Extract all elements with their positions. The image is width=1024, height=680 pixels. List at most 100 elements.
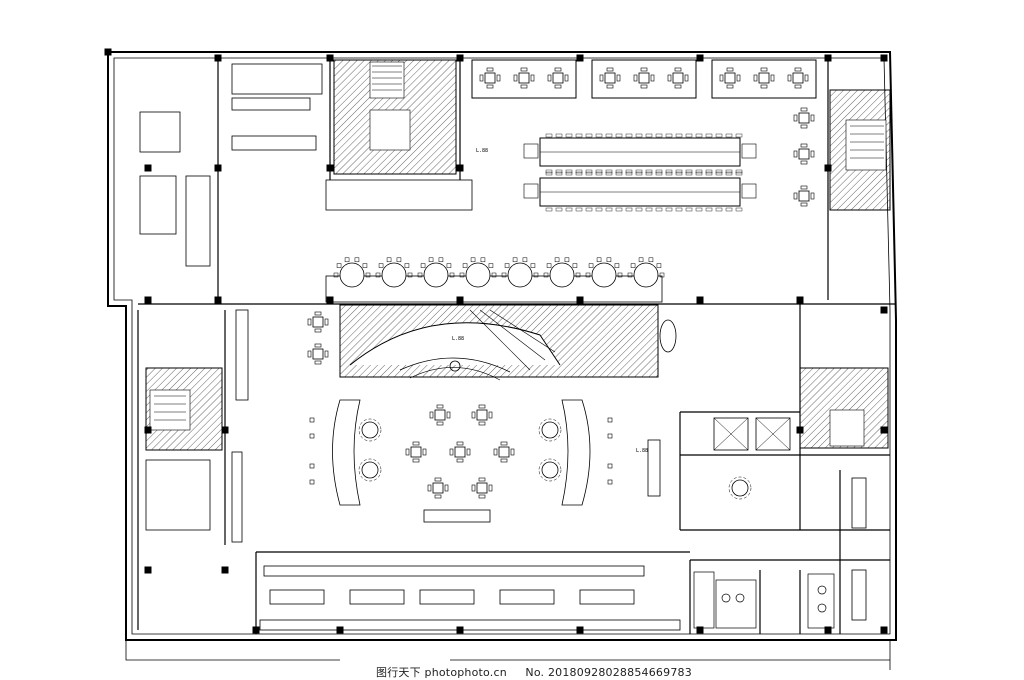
structural-column — [576, 54, 584, 62]
banquet-chair — [575, 133, 583, 138]
banquet-chair — [705, 207, 713, 212]
banquet-chair — [605, 133, 613, 138]
watermark-image-no: No. 20180928028854669783 — [525, 666, 692, 679]
banquet-chair — [585, 133, 593, 138]
banquet-chair — [705, 171, 713, 176]
round-table-chair — [614, 263, 620, 268]
banquet-chair — [725, 207, 733, 212]
structural-column — [880, 306, 888, 314]
round-table-chair — [344, 257, 350, 263]
structural-column — [144, 426, 152, 434]
private-dining-rooms-top — [471, 59, 817, 99]
structural-column — [880, 54, 888, 62]
banquet-chair — [695, 133, 703, 138]
banquet-chair — [645, 207, 653, 212]
round-table-chair — [480, 257, 486, 263]
banquet-chair — [645, 133, 653, 138]
round-table-chair — [656, 263, 662, 268]
banquet-chair — [655, 133, 663, 138]
banquet-chair — [725, 169, 733, 174]
banquet-chair — [725, 133, 733, 138]
round-table-chair — [530, 263, 536, 268]
banquet-chair — [625, 169, 633, 174]
round-table-chair — [630, 263, 636, 268]
level-label: L.88 — [636, 448, 648, 454]
structural-column — [336, 626, 344, 634]
structural-column — [880, 426, 888, 434]
round-table-chair — [404, 263, 410, 268]
stair-cores — [149, 61, 887, 447]
round-table-chair — [659, 272, 665, 278]
round-table-chair — [362, 263, 368, 268]
booth-clusters — [332, 399, 591, 506]
banquet-chairs — [545, 133, 743, 212]
structural-column — [144, 296, 152, 304]
structural-column — [326, 54, 334, 62]
banquet-chair — [645, 169, 653, 174]
banquet-chair — [545, 169, 553, 174]
structural-column — [576, 626, 584, 634]
banquet-chair — [615, 133, 623, 138]
structural-column — [326, 164, 334, 172]
banquet-chair — [715, 207, 723, 212]
banquet-chair — [545, 133, 553, 138]
banquet-chair — [575, 207, 583, 212]
structural-column — [696, 626, 704, 634]
structural-column — [214, 296, 222, 304]
stair-lines — [154, 65, 884, 421]
round-table-chair — [459, 272, 465, 278]
banquet-chair — [705, 169, 713, 174]
hatched-cores — [145, 59, 891, 451]
structural-column — [214, 54, 222, 62]
banquet-chair — [595, 169, 603, 174]
structural-column — [824, 164, 832, 172]
grand-staircase — [349, 309, 561, 381]
structural-column — [796, 296, 804, 304]
banquet-chair — [565, 169, 573, 174]
round-table-chair — [488, 263, 494, 268]
banquet-chair — [735, 171, 743, 176]
banquet-chair — [715, 171, 723, 176]
structural-column — [221, 566, 229, 574]
round-table-chair — [501, 272, 507, 278]
banquet-chair — [665, 171, 673, 176]
banquet-chair — [675, 207, 683, 212]
banquet-chair — [665, 133, 673, 138]
round-table-chair — [606, 257, 612, 263]
round-table-chair — [365, 272, 371, 278]
banquet-chair — [725, 171, 733, 176]
kitchen-equipment — [139, 63, 681, 631]
banquet-chair — [645, 171, 653, 176]
banquet-chair — [605, 169, 613, 174]
banquet-chair — [615, 171, 623, 176]
watermark-site-url: photophoto.cn — [424, 666, 507, 679]
banquet-chair — [715, 169, 723, 174]
banquet-chair — [575, 171, 583, 176]
banquet-chair — [615, 207, 623, 212]
round-table-chair — [470, 257, 476, 263]
round-table-chair — [588, 263, 594, 268]
structural-column — [824, 626, 832, 634]
banquet-chair — [675, 169, 683, 174]
round-table — [591, 262, 617, 288]
banquet-chair — [605, 207, 613, 212]
structural-column — [252, 626, 260, 634]
structural-column — [326, 296, 334, 304]
round-table-chair — [564, 257, 570, 263]
structural-column — [214, 164, 222, 172]
round-table-chair — [407, 272, 413, 278]
round-table-chair — [333, 272, 339, 278]
structural-column — [456, 54, 464, 62]
structural-column — [696, 296, 704, 304]
right-four-tops — [793, 107, 815, 207]
banquet-chair — [715, 133, 723, 138]
round-table — [339, 262, 365, 288]
banquet-table — [523, 137, 757, 207]
round-table-chair — [336, 263, 342, 268]
watermark-site-name: 图行天下 — [376, 666, 421, 679]
round-table-chair — [504, 263, 510, 268]
round-table-chair — [462, 263, 468, 268]
vip-round-room — [713, 417, 791, 500]
structural-column — [456, 164, 464, 172]
round-table-chair — [491, 272, 497, 278]
